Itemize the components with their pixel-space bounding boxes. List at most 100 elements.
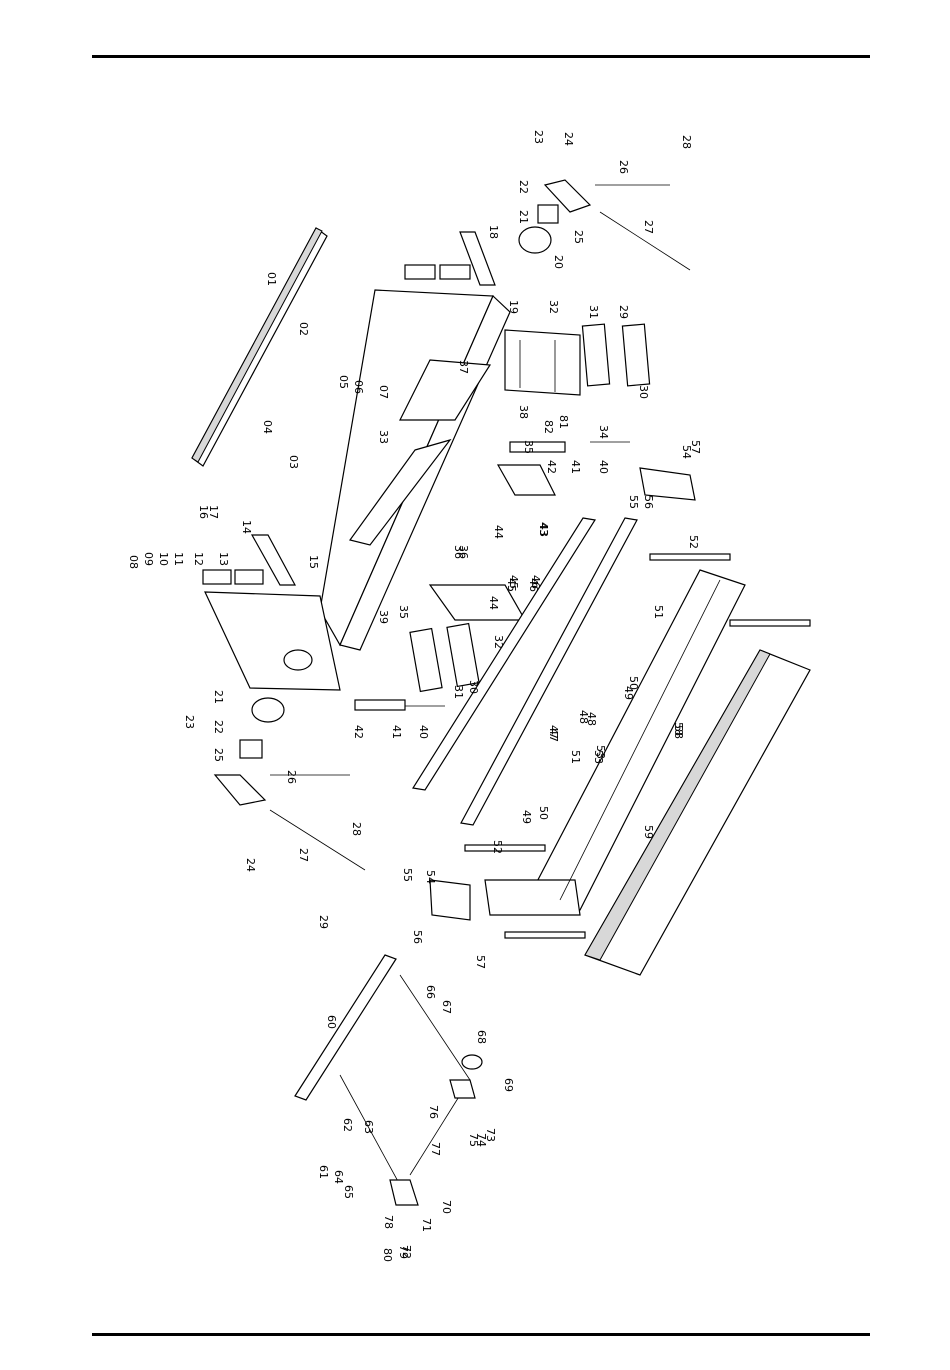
- part-37-inner-beam: [399, 359, 492, 421]
- part-42-spring: [509, 441, 566, 453]
- label-p44-b: 44: [487, 596, 500, 610]
- footer-rule: [92, 1333, 870, 1336]
- part-53-channel-end: [484, 879, 581, 916]
- label-p70-b: 70: [440, 1200, 453, 1214]
- part-47-strip: [460, 517, 638, 826]
- label-p42-b: 42: [352, 725, 365, 739]
- part-54-bracket-lower: [429, 879, 471, 921]
- part-53-channel: [529, 569, 746, 911]
- label-p17: 17: [207, 505, 220, 519]
- label-p82-b: 82: [542, 420, 555, 434]
- label-p54-b: 54: [424, 870, 437, 884]
- label-p41: 41: [569, 460, 582, 474]
- label-p06: 06: [352, 380, 365, 394]
- label-p46-b: 46: [527, 578, 540, 592]
- label-p71-b: 71: [420, 1218, 433, 1232]
- label-p80-b: 80: [381, 1248, 394, 1262]
- part-52-bar-2: [729, 619, 811, 627]
- part-25-lever: [543, 179, 592, 213]
- label-p31-b: 31: [452, 685, 465, 699]
- part-67-rod: [399, 974, 471, 1081]
- label-p01: 01: [265, 272, 278, 286]
- label-p51-b: 51: [569, 750, 582, 764]
- label-p73-b: 73: [484, 1128, 497, 1142]
- label-p56-b: 56: [411, 930, 424, 944]
- label-p21: 21: [517, 210, 530, 224]
- label-p30-b: 30: [467, 680, 480, 694]
- part-01-rail-edge: [191, 227, 323, 463]
- label-p54: 54: [680, 445, 693, 459]
- parts-drawing: [191, 179, 811, 1206]
- label-p77-b: 77: [429, 1142, 442, 1156]
- part-13-spring: [439, 264, 471, 280]
- label-p49: 49: [622, 686, 635, 700]
- label-p67-b: 67: [440, 1000, 453, 1014]
- part-31-plate: [581, 323, 611, 387]
- part-29-plate-left: [446, 622, 480, 688]
- label-p59: 59: [642, 825, 655, 839]
- part-69-ring: [461, 1054, 483, 1070]
- label-p78-b: 78: [382, 1215, 395, 1229]
- label-p53-b: 53: [592, 750, 605, 764]
- label-p57-b: 57: [474, 955, 487, 969]
- label-p36-b: 36: [457, 545, 470, 559]
- label-p25: 25: [572, 230, 585, 244]
- part-44-plate-top: [496, 464, 556, 496]
- label-p79-b: 79: [397, 1245, 410, 1259]
- part-27-shaft-left: [269, 809, 366, 871]
- label-p27-b: 27: [297, 848, 310, 862]
- part-21-hub-left: [251, 697, 285, 723]
- label-p20: 20: [552, 255, 565, 269]
- label-p58: 58: [672, 722, 685, 736]
- label-p58-b: 58: [672, 725, 685, 739]
- part-32-side-bracket: [504, 329, 581, 396]
- part-31-plate-left: [409, 627, 443, 693]
- part-14-bracket-left: [250, 534, 297, 586]
- label-p53: 53: [594, 745, 607, 759]
- label-p35-b: 35: [397, 605, 410, 619]
- label-p51: 51: [652, 605, 665, 619]
- part-22-bushing: [537, 204, 559, 224]
- label-p24-b: 24: [244, 858, 257, 872]
- label-p47-b: 47: [547, 728, 560, 742]
- label-p33: 33: [377, 430, 390, 444]
- label-p40-b: 40: [417, 725, 430, 739]
- part-29-plate: [621, 323, 651, 387]
- label-p32-b: 32: [492, 635, 505, 649]
- label-p45-b: 45: [505, 578, 518, 592]
- label-p55: 55: [627, 495, 640, 509]
- label-p43: 43: [537, 523, 550, 537]
- label-p49-b: 49: [520, 810, 533, 824]
- label-p50: 50: [627, 676, 640, 690]
- part-46-strip: [412, 517, 596, 791]
- label-p48: 48: [577, 710, 590, 724]
- part-frame-hole: [283, 649, 313, 671]
- part-52-bar-4: [504, 931, 586, 939]
- label-p68-b: 68: [475, 1030, 488, 1044]
- part-52-bar-3: [464, 844, 546, 852]
- label-p16: 16: [197, 505, 210, 519]
- label-p26: 26: [617, 160, 630, 174]
- label-p12: 12: [192, 552, 205, 566]
- label-p11: 11: [172, 552, 185, 566]
- label-p63-b: 63: [362, 1120, 375, 1134]
- label-p61-b: 61: [317, 1165, 330, 1179]
- part-14-bracket: [459, 231, 496, 286]
- label-p29-b: 29: [317, 915, 330, 929]
- label-p24: 24: [562, 132, 575, 146]
- label-p46: 46: [529, 575, 542, 589]
- label-p10: 10: [157, 552, 170, 566]
- label-p09: 09: [142, 552, 155, 566]
- label-p66-b: 66: [424, 985, 437, 999]
- label-p37: 37: [457, 360, 470, 374]
- label-p38: 38: [517, 405, 530, 419]
- label-p08: 08: [127, 555, 140, 569]
- label-p29: 29: [617, 305, 630, 319]
- part-59-cover-side: [584, 649, 771, 961]
- label-p64-b: 64: [332, 1170, 345, 1184]
- label-p81-b: 81: [557, 415, 570, 429]
- label-p39: 39: [377, 610, 390, 624]
- part-22-bushing-left: [239, 739, 263, 759]
- part-52-bar-1: [649, 553, 731, 561]
- label-p23-b: 23: [183, 715, 196, 729]
